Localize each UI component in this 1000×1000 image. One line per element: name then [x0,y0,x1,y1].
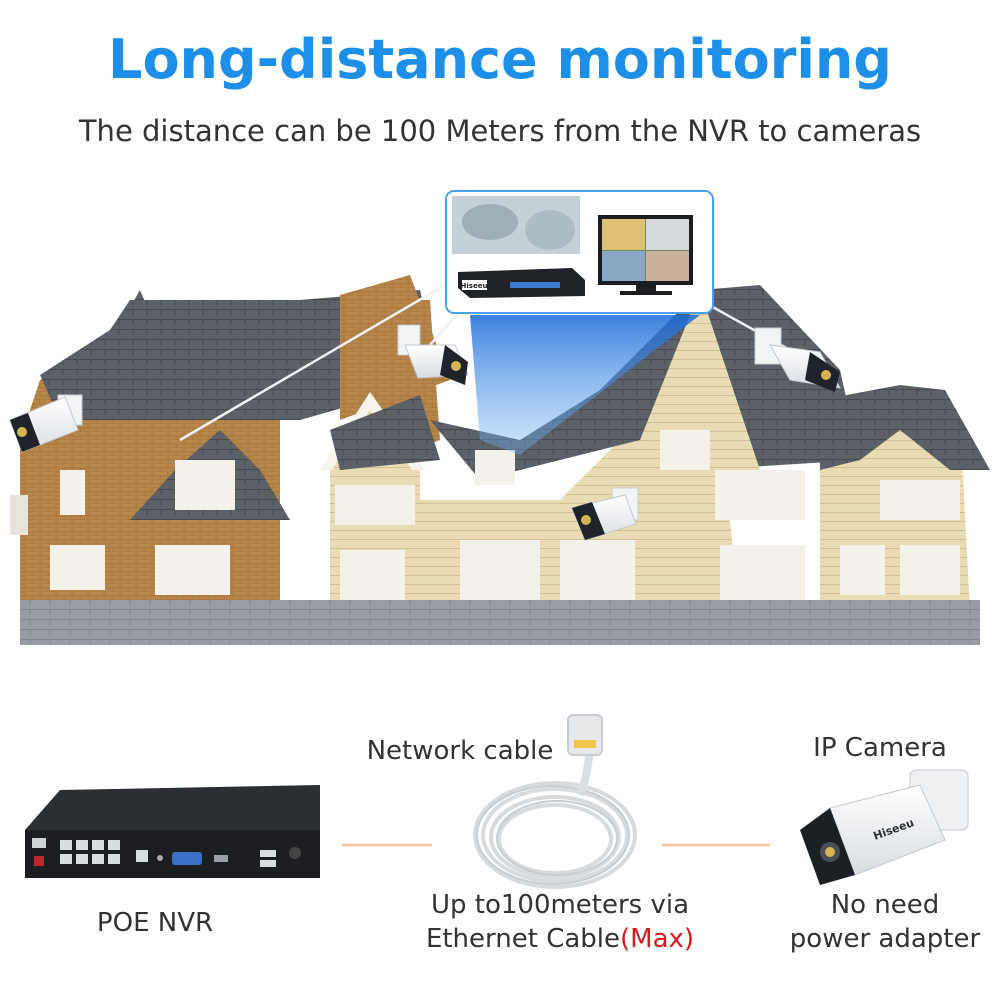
signal-beam [470,315,700,455]
house-camera-top [397,324,469,385]
cable-desc-text: Ethernet Cable [425,924,621,954]
page-title: Long-distance monitoring [108,28,892,91]
nvr-monitor-inset: Hiseeu [445,190,714,314]
house-camera-left [9,394,83,453]
ip-camera-label: IP Camera [813,733,947,763]
camera-desc-line1: No need [830,890,940,920]
house-camera-front [571,487,639,541]
line-to-left-camera [179,283,446,442]
page-subtitle: The distance can be 100 Meters from the … [78,114,922,148]
inset-nvr-brand: Hiseeu [461,282,488,290]
network-cable-coil [473,714,637,889]
ip-camera-device: Hiseeu [800,769,969,885]
camera-desc-line2: power adapter [789,924,981,954]
house-camera-right [754,327,841,392]
cable-desc-line1: Up to100meters via [430,890,690,920]
poe-nvr-label: POE NVR [96,908,214,938]
cable-desc-line2: Ethernet Cable(Max) [400,924,720,954]
cable-desc-max: (Max) [620,924,695,954]
poe-nvr-device [25,785,320,878]
network-cable-label: Network cable [366,736,554,766]
